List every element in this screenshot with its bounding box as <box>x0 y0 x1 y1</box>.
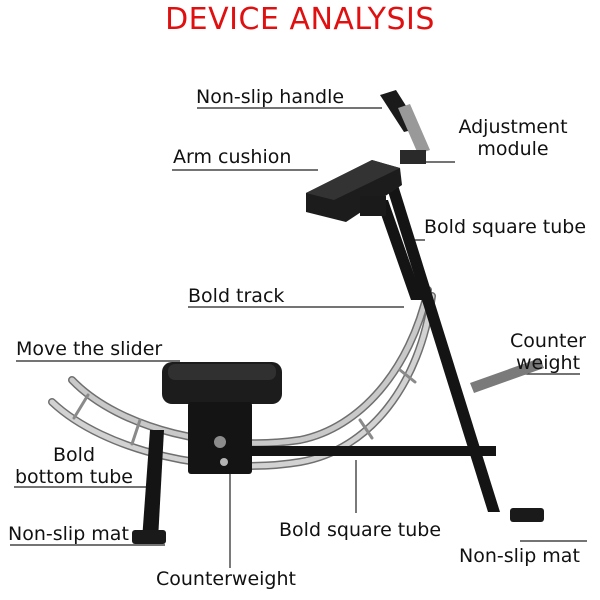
arm-cushion <box>306 160 402 222</box>
label-counter-weight-line2: weight <box>515 352 581 374</box>
label-non-slip-handle: Non-slip handle <box>196 86 345 108</box>
label-non-slip-mat-left: Non-slip mat <box>8 523 129 545</box>
label-counterweight: Counterweight <box>156 568 296 590</box>
frame <box>132 185 544 544</box>
label-adjustment-module-line2: module <box>477 138 549 160</box>
label-bold-bottom-tube: Bold bottom tube <box>8 444 140 488</box>
label-arm-cushion: Arm cushion <box>173 146 292 168</box>
label-adjustment-module: Adjustment module <box>452 116 574 160</box>
label-adjustment-module-line1: Adjustment <box>458 116 568 138</box>
label-bold-square-tube-top: Bold square tube <box>424 216 587 238</box>
leader-lines <box>10 107 587 568</box>
non-slip-handle <box>380 90 430 164</box>
label-counter-weight-line1: Counter <box>510 330 586 352</box>
page-title: DEVICE ANALYSIS <box>165 2 435 37</box>
label-move-the-slider: Move the slider <box>16 338 163 360</box>
label-bold-track: Bold track <box>188 285 285 307</box>
label-non-slip-mat-right: Non-slip mat <box>459 545 580 567</box>
bold-track-rails <box>48 286 436 470</box>
label-counter-weight: Counter weight <box>500 330 596 374</box>
slider-seat <box>162 362 282 474</box>
label-bold-bottom-tube-line1: Bold <box>53 444 95 466</box>
label-bold-square-tube-bottom: Bold square tube <box>279 519 442 541</box>
label-bold-bottom-tube-line2: bottom tube <box>15 466 133 488</box>
